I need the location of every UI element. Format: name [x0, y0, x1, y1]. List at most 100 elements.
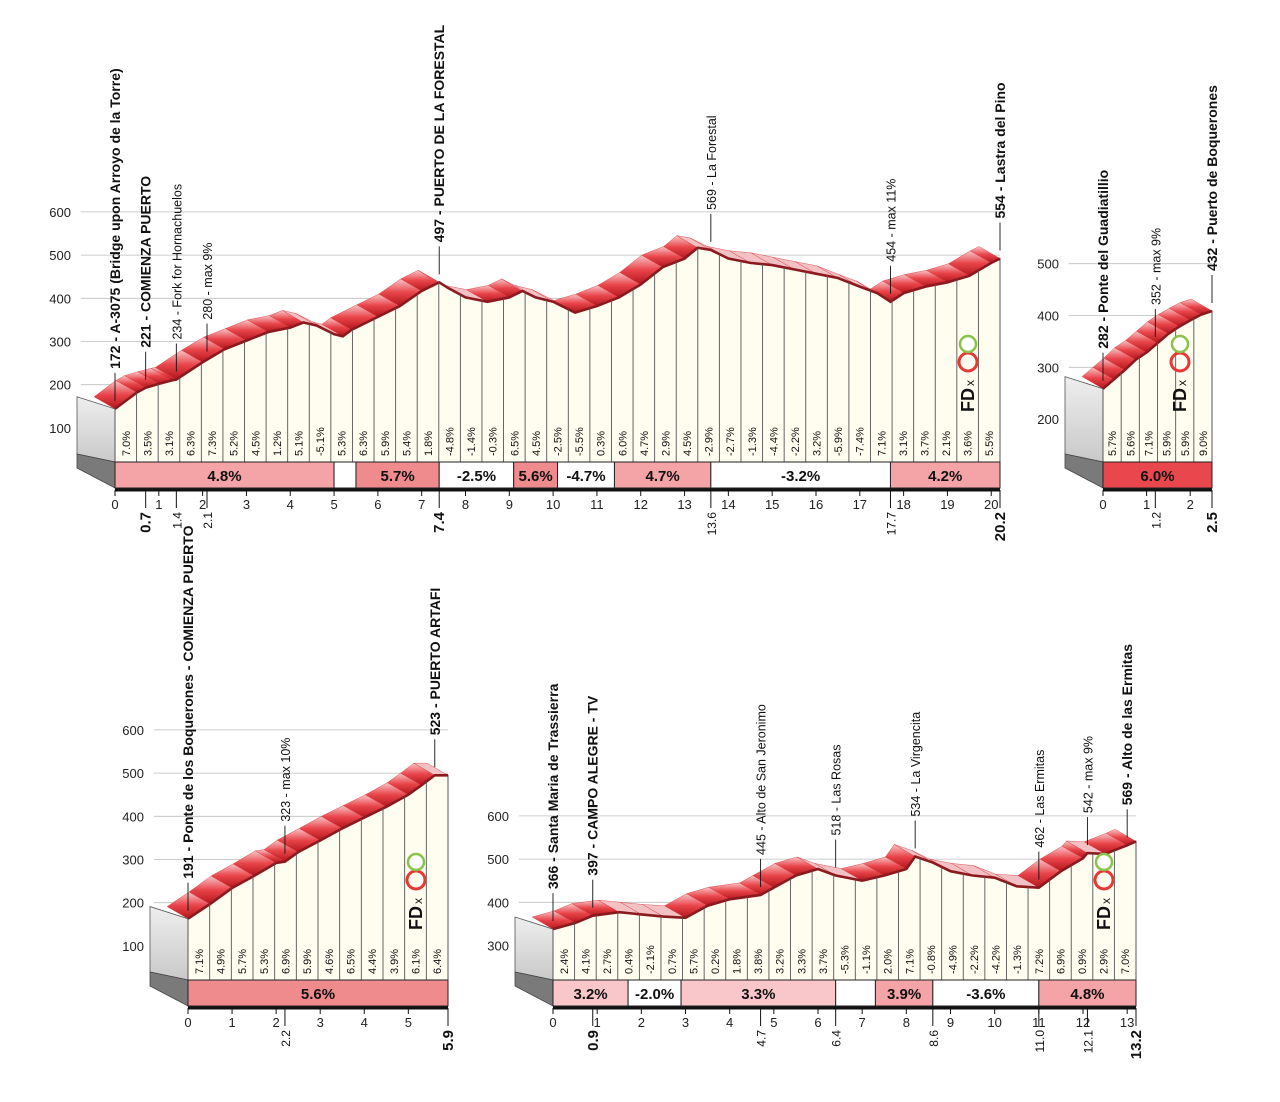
section-band [710, 461, 891, 489]
x-tick-label: 9 [947, 1015, 954, 1030]
x-tick-label: 5 [405, 1015, 412, 1030]
profile-side-face [149, 906, 189, 981]
segment-gradient-label: 5.6% [1125, 431, 1137, 456]
segment-gradient-label: 2.0% [883, 949, 895, 974]
segment-gradient-label: 3.2% [812, 431, 824, 456]
section-gradient-label: 3.3% [741, 986, 775, 1003]
section-band [932, 979, 1040, 1007]
section-band [333, 461, 357, 489]
segment-gradient-label: 4.6% [324, 949, 336, 974]
y-tick-label: 400 [122, 809, 144, 824]
x-tick-label: 4 [287, 497, 294, 512]
annotation-label: 432 - Puerto de Boquerones [1204, 85, 1220, 271]
segment-gradient-label: 2.9% [1099, 949, 1111, 974]
x-tick-label: 13 [1120, 1015, 1134, 1030]
segment-gradient-label: 3.2% [775, 949, 787, 974]
section-gradient-label: 6.0% [1140, 468, 1174, 485]
segment-gradient-label: 6.0% [617, 431, 629, 456]
segment-gradient-label: -2.9% [704, 427, 716, 456]
annotation-label: 352 - max 9% [1149, 228, 1163, 305]
x-tick-label: 0 [184, 1015, 191, 1030]
x-tick-label: 3 [243, 497, 250, 512]
x-tick-label: 0 [549, 1015, 556, 1030]
key-km-label: 5.9 [440, 1030, 457, 1051]
x-tick-label: 5 [330, 497, 337, 512]
fd-cicloweb-logo: FD x [957, 334, 979, 412]
segment-gradient-label: 6.5% [346, 949, 358, 974]
x-tick-label: 1 [1143, 497, 1150, 512]
key-km-label: 0.7 [138, 512, 155, 533]
section-gradient-label: -3.2% [781, 468, 820, 485]
segment-gradient-label: -1.3% [1012, 945, 1024, 974]
segment-gradient-label: 5.7% [688, 949, 700, 974]
segment-gradient-label: -4.2% [991, 945, 1003, 974]
section-gradient-label: 5.6% [518, 468, 552, 485]
y-tick-label: 400 [1037, 309, 1059, 324]
key-km-label: 8.6 [927, 1030, 941, 1047]
annotation-label: 323 - max 10% [279, 738, 293, 822]
x-tick-label: 15 [765, 497, 779, 512]
segment-gradient-label: 0.7% [667, 949, 679, 974]
segment-gradient-label: 5.2% [229, 431, 241, 456]
segment-gradient-label: 7.0% [1120, 949, 1132, 974]
y-tick-label: 100 [49, 421, 71, 436]
segment-gradient-label: -5.3% [840, 945, 852, 974]
annotation-label: 445 - Alto de San Jeronimo [755, 704, 769, 855]
annotation-label: 554 - Lastra del Pino [992, 82, 1008, 218]
segment-gradient-label: 6.5% [509, 431, 521, 456]
segment-gradient-label: 4.7% [639, 431, 651, 456]
segment-gradient-label: 1.2% [272, 431, 284, 456]
segment-gradient-label: 2.1% [941, 431, 953, 456]
segment-gradient-label: -4.8% [445, 427, 457, 456]
key-km-label: 2.1 [201, 512, 215, 529]
annotation-label: 280 - max 9% [201, 243, 215, 320]
section-gradient-label: 4.8% [1070, 986, 1104, 1003]
section-gradient-label: 3.9% [887, 986, 921, 1003]
section-band [835, 979, 876, 1007]
logo-web-mark [1094, 852, 1114, 872]
logo-fd-text: FD [958, 388, 978, 412]
key-km-label: 1.4 [170, 512, 184, 529]
y-tick-label: 300 [487, 939, 509, 954]
fd-cicloweb-logo: FDx [1093, 852, 1115, 930]
annotation-label: 234 - Fork for Hornachuelos [170, 184, 184, 340]
x-tick-label: 20 [984, 497, 998, 512]
profile-chart-2: 2003004005005.7%5.6%7.1%5.9%5.9%9.0%6.0%… [1037, 85, 1221, 533]
segment-gradient-label: 7.1% [876, 431, 888, 456]
x-tick-label: 17 [853, 497, 867, 512]
section-gradient-label: 4.2% [928, 468, 962, 485]
key-km-label: 4.7 [755, 1030, 769, 1047]
x-tick-label: 11 [590, 497, 604, 512]
segment-gradient-label: 4.4% [367, 949, 379, 974]
profile-side-face [76, 396, 116, 463]
x-tick-label: 3 [682, 1015, 689, 1030]
annotation-label: 518 - Las Rosas [830, 744, 844, 835]
section-band [187, 979, 449, 1007]
x-tick-label: 4 [361, 1015, 368, 1030]
segment-gradient-label: 3.7% [818, 949, 830, 974]
key-km-label: 6.4 [830, 1030, 844, 1047]
section-gradient-label: 4.8% [207, 468, 241, 485]
logo-web-mark [958, 334, 978, 354]
segment-gradient-label: 2.4% [559, 949, 571, 974]
logo-fd-text: FD [406, 906, 426, 930]
segment-gradient-label: 5.9% [1162, 431, 1174, 456]
section-gradient-label: -3.6% [966, 986, 1005, 1003]
profile-chart-1: 1002003004005006007.0%3.5%3.1%6.3%7.3%5.… [49, 24, 1009, 541]
logo-x-text: x [963, 380, 977, 386]
section-gradient-label: -2.5% [457, 468, 496, 485]
segment-gradient-label: 5.9% [302, 949, 314, 974]
key-km-label: 13.2 [1128, 1030, 1145, 1059]
section-gradient-label: 4.7% [646, 468, 680, 485]
segment-gradient-label: 4.1% [580, 949, 592, 974]
section-gradient-label: 5.7% [380, 468, 414, 485]
x-tick-label: 0 [111, 497, 118, 512]
x-tick-label: 0 [1099, 497, 1106, 512]
profile-line [552, 840, 1137, 931]
y-tick-label: 500 [122, 766, 144, 781]
x-tick-label: 2 [273, 1015, 280, 1030]
x-tick-label: 19 [940, 497, 954, 512]
segment-gradient-label: 5.7% [237, 949, 249, 974]
section-band [627, 979, 682, 1007]
segment-gradient-label: 0.4% [624, 949, 636, 974]
